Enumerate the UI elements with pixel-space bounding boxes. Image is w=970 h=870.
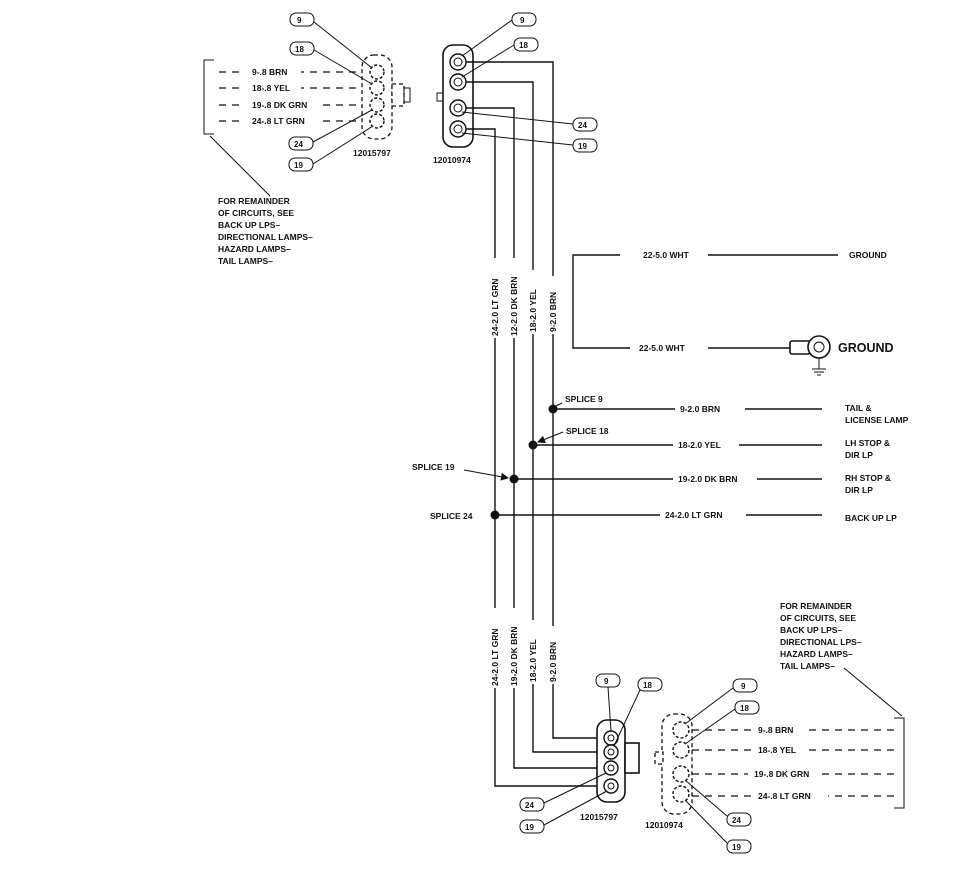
splice-9: SPLICE 9 9-2.0 BRN TAIL & LICENSE LAMP bbox=[548, 394, 909, 425]
bottom-right-harness: 9-.8 BRN 18-.8 YEL 19-.8 DK GRN 24-.8 LT… bbox=[645, 601, 905, 854]
svg-text:TAIL &: TAIL & bbox=[845, 403, 872, 413]
svg-text:19: 19 bbox=[294, 161, 303, 170]
ground-terminal-icon bbox=[789, 335, 831, 376]
svg-text:BACK UP LP: BACK UP LP bbox=[845, 513, 897, 523]
svg-text:18: 18 bbox=[643, 681, 652, 690]
svg-text:18: 18 bbox=[519, 41, 528, 50]
svg-text:9: 9 bbox=[520, 16, 525, 25]
br-note-4: DIRECTIONAL LPS– bbox=[780, 637, 862, 647]
tl-note-5: HAZARD LAMPS– bbox=[218, 244, 291, 254]
svg-text:9: 9 bbox=[604, 677, 609, 686]
svg-text:24: 24 bbox=[525, 801, 534, 810]
svg-text:9: 9 bbox=[741, 682, 746, 691]
trunk-upper-3: 18-2.0 YEL bbox=[528, 289, 538, 332]
br-pin-24: 24 bbox=[684, 779, 752, 827]
connector-12010974-bottom bbox=[654, 713, 693, 815]
svg-text:24: 24 bbox=[732, 816, 741, 825]
tl-note-1: FOR REMAINDER bbox=[218, 196, 290, 206]
trunk-lower-4: 9-2.0 BRN bbox=[548, 642, 558, 682]
br-pin-19: 19 bbox=[684, 799, 752, 854]
svg-text:SPLICE 24: SPLICE 24 bbox=[430, 511, 473, 521]
splice-24: SPLICE 24 24-2.0 LT GRN BACK UP LP bbox=[430, 509, 897, 523]
tl-wire-3: 19-.8 DK GRN bbox=[252, 100, 307, 110]
trunk-upper-2: 12-2.0 DK BRN bbox=[509, 276, 519, 336]
svg-text:24: 24 bbox=[578, 121, 587, 130]
svg-text:19: 19 bbox=[578, 142, 587, 151]
svg-text:LH STOP &: LH STOP & bbox=[845, 438, 890, 448]
tm-part-number: 12010974 bbox=[433, 155, 471, 165]
svg-text:9: 9 bbox=[297, 16, 302, 25]
trunk-labels-lower: 24-2.0 LT GRN 19-2.0 DK BRN 18-2.0 YEL 9… bbox=[490, 608, 558, 688]
tl-pin-9: 9 bbox=[289, 12, 373, 69]
svg-text:18-2.0 YEL: 18-2.0 YEL bbox=[678, 440, 721, 450]
tm-pin-9: 9 bbox=[461, 12, 537, 57]
tm-pin-18: 18 bbox=[461, 37, 539, 78]
splice-19: SPLICE 19 19-2.0 DK BRN RH STOP & DIR LP bbox=[412, 462, 891, 495]
trunk-labels-upper: 24-2.0 LT GRN 12-2.0 DK BRN 18-2.0 YEL 9… bbox=[490, 258, 558, 338]
svg-text:LICENSE LAMP: LICENSE LAMP bbox=[845, 415, 909, 425]
br-wire-3: 19-.8 DK GRN bbox=[754, 769, 809, 779]
ground-dest-top: GROUND bbox=[849, 250, 887, 260]
br-note-6: TAIL LAMPS– bbox=[780, 661, 835, 671]
svg-text:19: 19 bbox=[525, 823, 534, 832]
splice-18: SPLICE 18 18-2.0 YEL LH STOP & DIR LP bbox=[528, 426, 890, 460]
tm-pin-19: 19 bbox=[461, 132, 598, 153]
br-wire-4: 24-.8 LT GRN bbox=[758, 791, 811, 801]
trunk-lower-3: 18-2.0 YEL bbox=[528, 639, 538, 682]
br-wire-2: 18-.8 YEL bbox=[758, 745, 796, 755]
br-wire-1: 9-.8 BRN bbox=[758, 725, 793, 735]
bm-pin-24: 24 bbox=[519, 772, 607, 812]
bm-part-number: 12015797 bbox=[580, 812, 618, 822]
tl-note-3: BACK UP LPS– bbox=[218, 220, 280, 230]
svg-text:19-2.0 DK BRN: 19-2.0 DK BRN bbox=[678, 474, 738, 484]
connector-12015797-top bbox=[361, 54, 411, 140]
br-pin-9: 9 bbox=[684, 678, 758, 725]
tl-wire-1: 9-.8 BRN bbox=[252, 67, 287, 77]
svg-text:24: 24 bbox=[294, 140, 303, 149]
br-note-2: OF CIRCUITS, SEE bbox=[780, 613, 856, 623]
svg-text:19: 19 bbox=[732, 843, 741, 852]
connector-12015797-bottom bbox=[596, 719, 640, 803]
trunk-wires bbox=[466, 61, 598, 787]
ground-circuit: 22-5.0 WHT GROUND 22-5.0 WHT GROUND bbox=[572, 249, 894, 376]
tl-pin-24: 24 bbox=[288, 109, 373, 151]
svg-text:SPLICE 9: SPLICE 9 bbox=[565, 394, 603, 404]
svg-text:SPLICE 18: SPLICE 18 bbox=[566, 426, 609, 436]
ground-wire-top: 22-5.0 WHT bbox=[643, 250, 690, 260]
tl-wire-2: 18-.8 YEL bbox=[252, 83, 290, 93]
svg-text:DIR LP: DIR LP bbox=[845, 450, 873, 460]
connector-12010974-top bbox=[436, 44, 474, 148]
trunk-lower-1: 24-2.0 LT GRN bbox=[490, 629, 500, 686]
tl-note-2: OF CIRCUITS, SEE bbox=[218, 208, 294, 218]
svg-text:DIR LP: DIR LP bbox=[845, 485, 873, 495]
trunk-lower-2: 19-2.0 DK BRN bbox=[509, 626, 519, 686]
svg-text:24-2.0 LT GRN: 24-2.0 LT GRN bbox=[665, 510, 722, 520]
ground-wire-bottom: 22-5.0 WHT bbox=[639, 343, 686, 353]
tl-note-4: DIRECTIONAL LAMPS– bbox=[218, 232, 313, 242]
br-note-5: HAZARD LAMPS– bbox=[780, 649, 853, 659]
tl-pin-18: 18 bbox=[289, 41, 373, 85]
tm-pin-24: 24 bbox=[461, 111, 598, 132]
br-note-1: FOR REMAINDER bbox=[780, 601, 852, 611]
bm-pin-19: 19 bbox=[519, 790, 608, 834]
br-pin-18: 18 bbox=[684, 700, 760, 745]
svg-text:18: 18 bbox=[295, 45, 304, 54]
svg-text:SPLICE 19: SPLICE 19 bbox=[412, 462, 455, 472]
ground-dest-bottom: GROUND bbox=[838, 341, 894, 355]
bm-pin-18: 18 bbox=[613, 677, 663, 747]
tl-part-number: 12015797 bbox=[353, 148, 391, 158]
top-left-harness: 9-.8 BRN 18-.8 YEL 19-.8 DK GRN 24-.8 LT… bbox=[203, 12, 411, 266]
bm-pin-9: 9 bbox=[595, 673, 621, 732]
br-note-3: BACK UP LPS– bbox=[780, 625, 842, 635]
tl-note-6: TAIL LAMPS– bbox=[218, 256, 273, 266]
trunk-upper-1: 24-2.0 LT GRN bbox=[490, 279, 500, 336]
svg-text:18: 18 bbox=[740, 704, 749, 713]
trunk-upper-4: 9-2.0 BRN bbox=[548, 292, 558, 332]
tl-pin-19: 19 bbox=[288, 125, 374, 172]
tl-wire-4: 24-.8 LT GRN bbox=[252, 116, 305, 126]
svg-text:9-2.0 BRN: 9-2.0 BRN bbox=[680, 404, 720, 414]
br-part-number: 12010974 bbox=[645, 820, 683, 830]
svg-text:RH STOP &: RH STOP & bbox=[845, 473, 891, 483]
